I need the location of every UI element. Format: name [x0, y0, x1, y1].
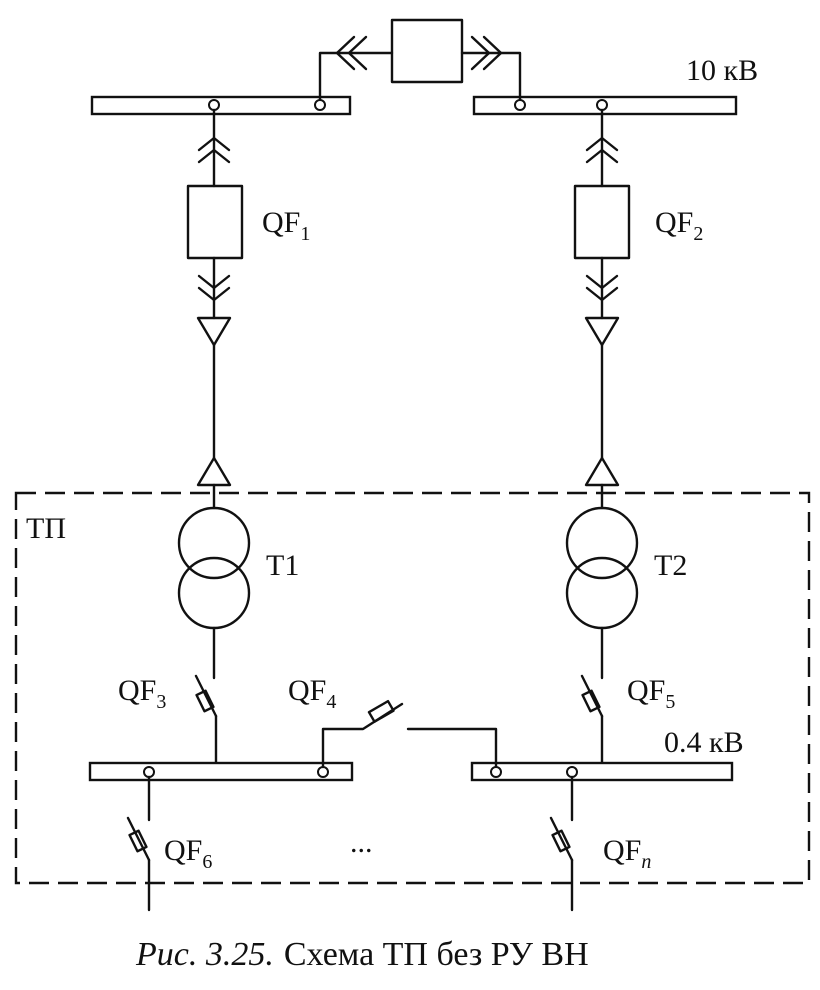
- substation-boundary: [14, 491, 811, 885]
- qf2-breaker: [573, 184, 631, 260]
- t2-winding-lv: [565, 556, 639, 630]
- hv-bus-left: [90, 95, 352, 116]
- t1-winding-lv: [177, 556, 251, 630]
- outgoing-feeder-qfn: [549, 766, 578, 912]
- qf3-switch: [194, 674, 218, 718]
- qf3-label: QF3: [118, 674, 166, 713]
- qf4-bus-tie: [317, 699, 502, 778]
- feeders-ellipsis: ...: [350, 826, 373, 859]
- cable-end-top-right: [584, 316, 620, 347]
- hv-sectional-breaker: [314, 18, 526, 111]
- t1-label: Т1: [266, 549, 299, 582]
- qf1-label: QF1: [262, 206, 310, 245]
- figure-caption: Рис. 3.25.Схема ТП без РУ ВН: [135, 936, 589, 973]
- substation-label: ТП: [26, 512, 66, 545]
- cable-end-top-left: [196, 316, 232, 347]
- qf4-label: QF4: [288, 674, 336, 713]
- qf2-label: QF2: [655, 206, 703, 245]
- cable-end-bottom-right: [584, 456, 620, 487]
- lv-bus-right: [470, 761, 734, 782]
- t2-winding-hv: [565, 506, 639, 580]
- qf5-label: QF5: [627, 674, 675, 713]
- lv-voltage-label: 0.4 кВ: [664, 726, 744, 759]
- lv-bus-left: [88, 761, 354, 782]
- hv-voltage-label: 10 кВ: [686, 54, 758, 87]
- qfn-label: QFn: [603, 834, 651, 873]
- qf1-breaker: [186, 184, 244, 260]
- outgoing-feeder-qf6: [126, 766, 155, 912]
- cable-end-bottom-left: [196, 456, 232, 487]
- t2-label: Т2: [654, 549, 687, 582]
- t1-winding-hv: [177, 506, 251, 580]
- qf6-label: QF6: [164, 834, 212, 873]
- left-feeder: [177, 99, 251, 778]
- qf5-switch: [580, 674, 604, 718]
